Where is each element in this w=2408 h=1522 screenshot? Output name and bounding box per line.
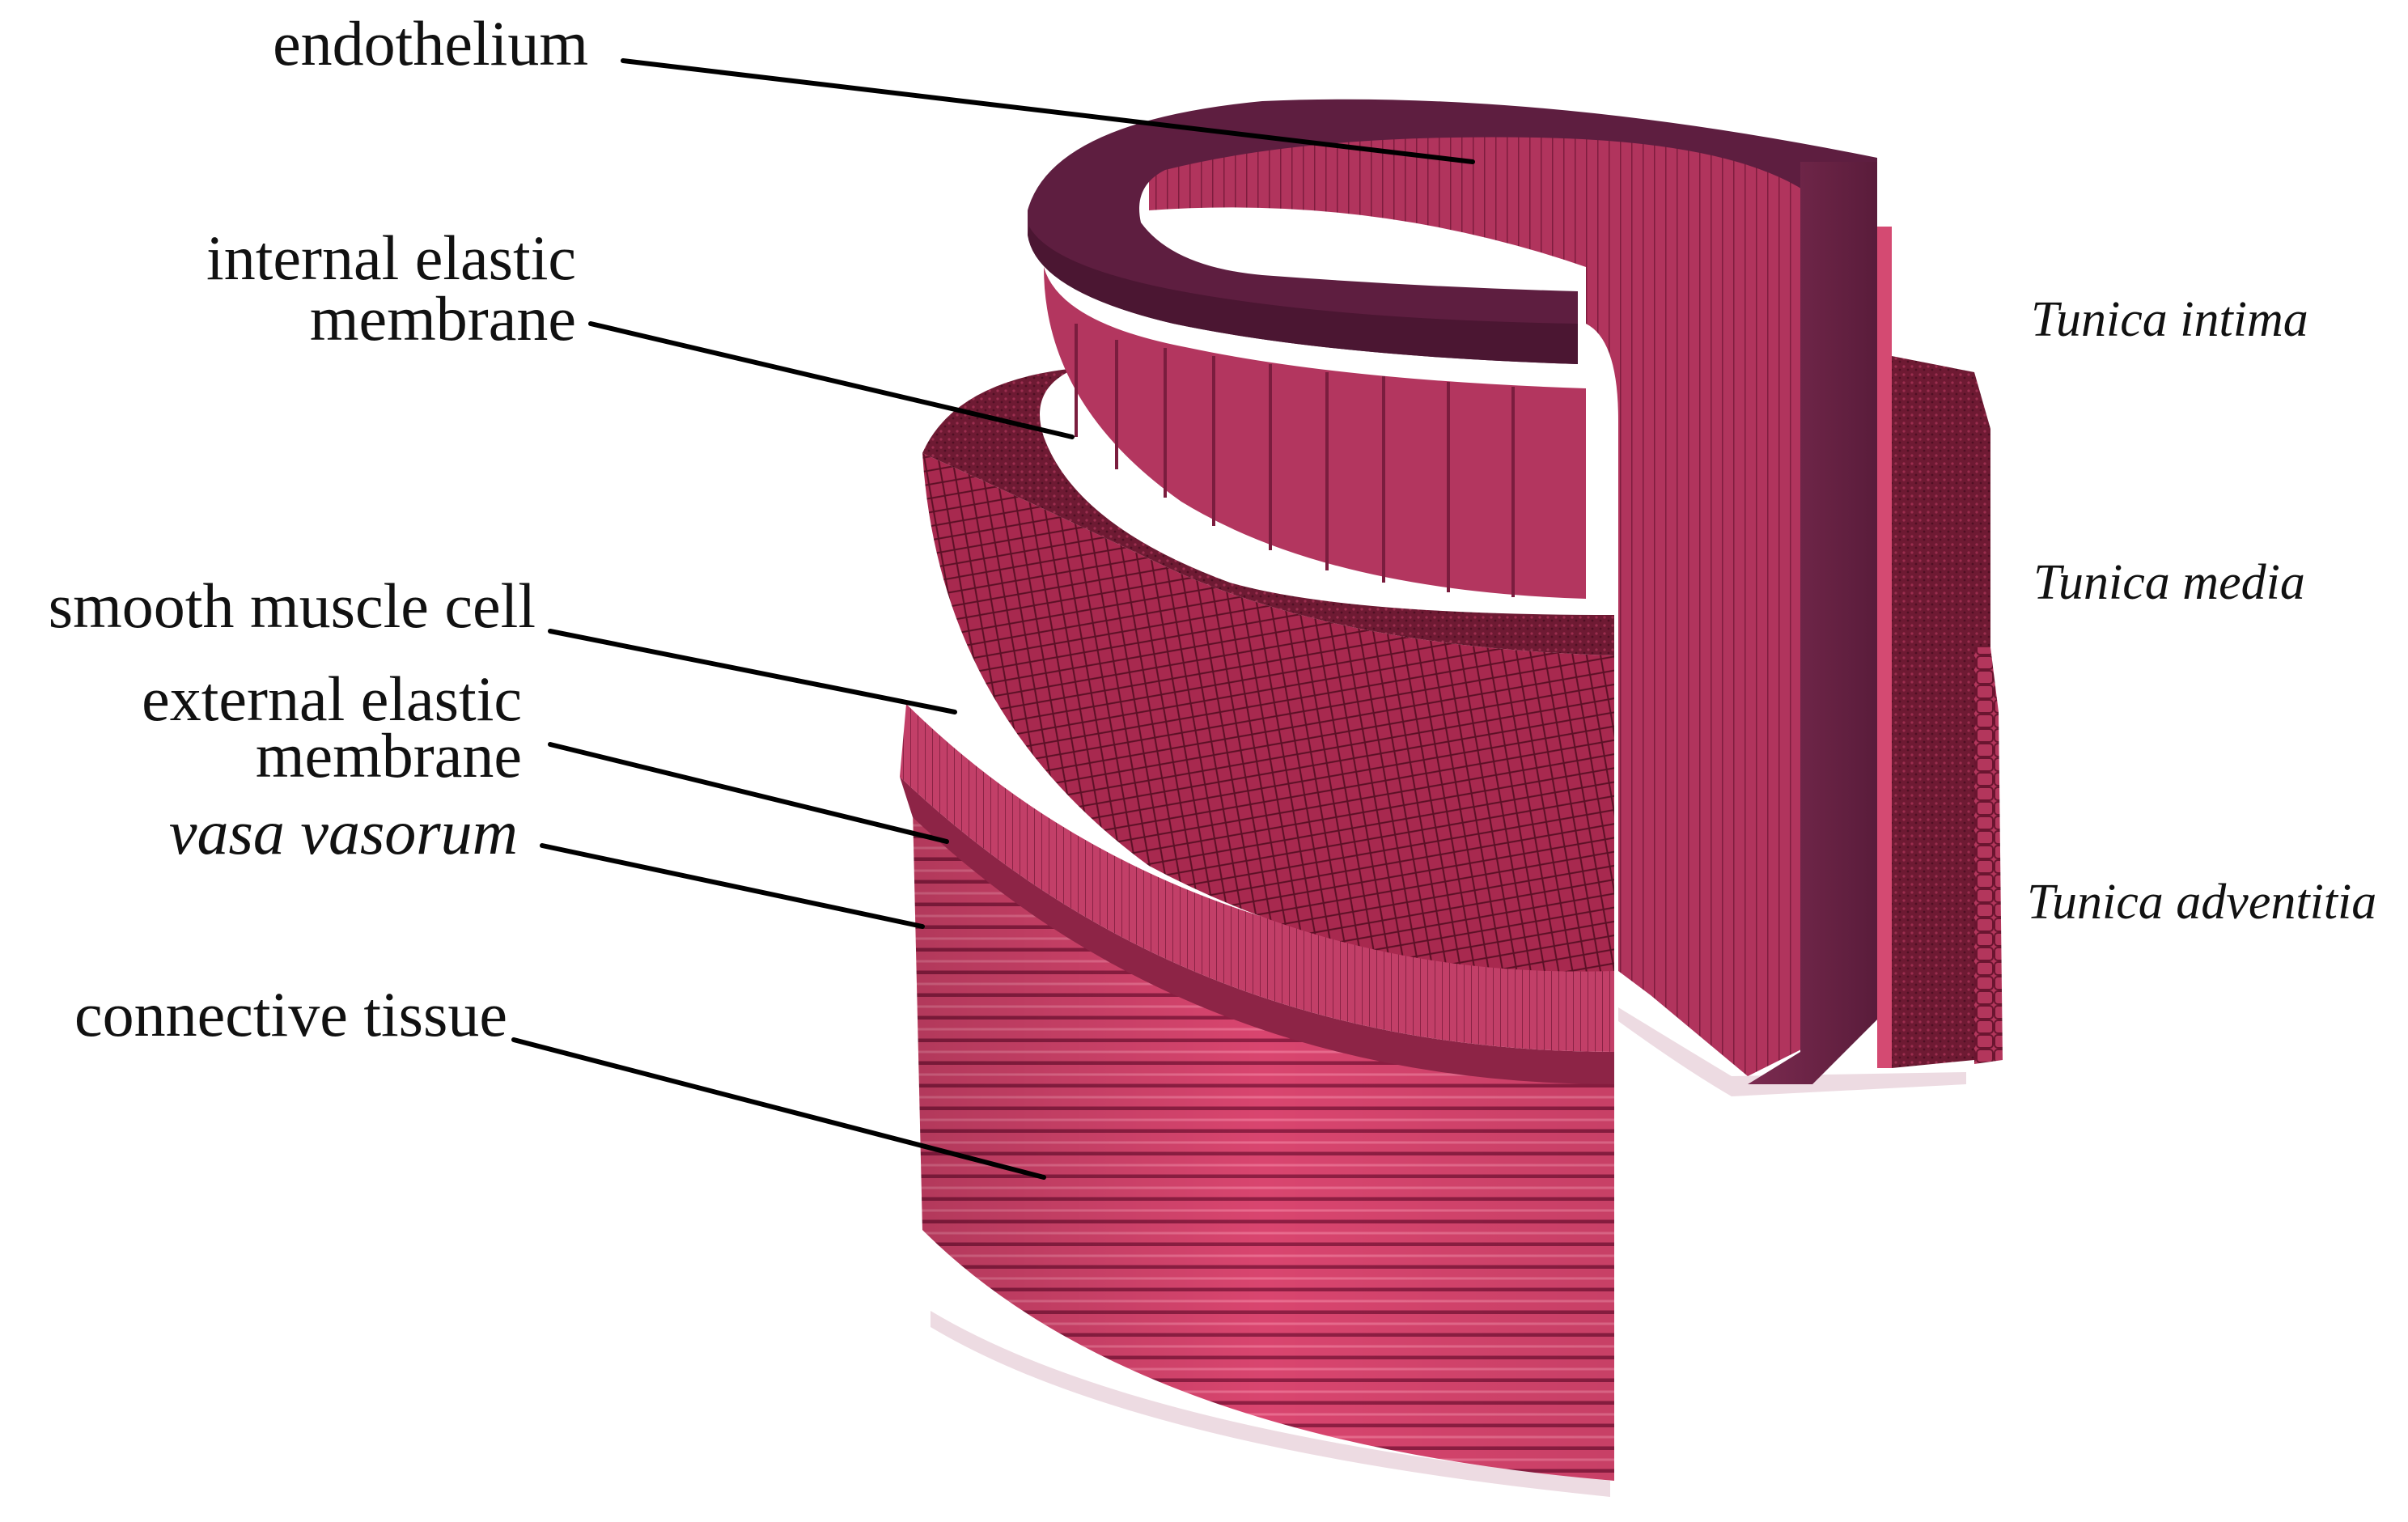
label-smooth-muscle-cell: smooth muscle cell bbox=[49, 570, 536, 641]
media-cross-section bbox=[1892, 356, 1990, 1068]
left-labels: endothelium internal elastic membrane sm… bbox=[49, 8, 588, 1049]
internal-elastic-layer bbox=[1044, 267, 1586, 599]
smooth-muscle-layer bbox=[922, 453, 1614, 972]
label-connective-tissue: connective tissue bbox=[74, 979, 507, 1049]
vasa-vasorum-band bbox=[900, 777, 1614, 1084]
adventitia-cross-section bbox=[1974, 647, 2003, 1064]
internal-elastic-segments bbox=[1075, 324, 1515, 597]
base-layer bbox=[931, 1311, 1610, 1497]
external-elastic-layer bbox=[900, 704, 1614, 1052]
label-tunica-media: Tunica media bbox=[2033, 555, 2305, 610]
smooth-muscle-top bbox=[922, 368, 1614, 655]
label-tunica-adventitia: Tunica adventitia bbox=[2027, 875, 2376, 930]
label-endothelium: endothelium bbox=[273, 8, 588, 78]
label-external-elastic-line1: external elastic bbox=[142, 663, 522, 734]
right-labels: Tunica intima Tunica media Tunica advent… bbox=[2027, 292, 2376, 930]
intima-cross-section bbox=[1877, 227, 1892, 1068]
inner-lumen-wall bbox=[1149, 117, 1812, 1077]
vessel-illustration bbox=[900, 99, 2003, 1497]
label-internal-elastic-line2: membrane bbox=[310, 283, 576, 354]
endothelium-cut-face bbox=[1748, 162, 1877, 1084]
leader-lines bbox=[511, 58, 1475, 1180]
label-external-elastic-line2: membrane bbox=[256, 720, 522, 791]
label-internal-elastic-line1: internal elastic bbox=[206, 223, 576, 293]
label-vasa-vasorum: vasa vasorum bbox=[169, 797, 518, 867]
label-tunica-intima: Tunica intima bbox=[2031, 292, 2308, 347]
base-layer-right bbox=[1618, 1007, 1966, 1096]
endothelium-ring bbox=[1028, 99, 1877, 364]
